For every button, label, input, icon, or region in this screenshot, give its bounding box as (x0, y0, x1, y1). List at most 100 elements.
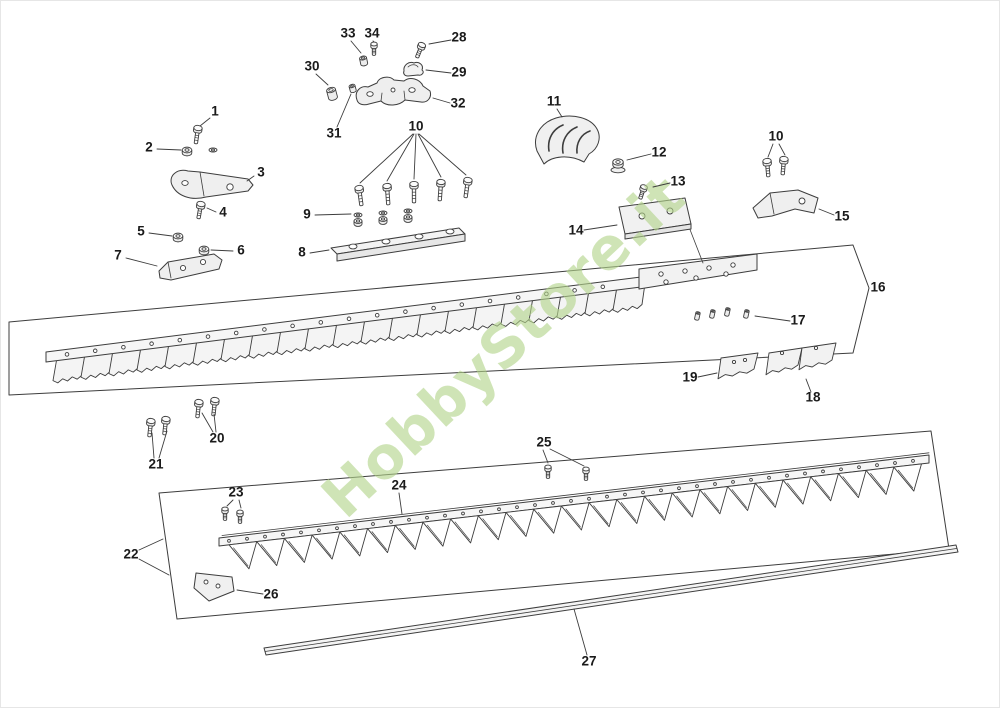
leader-line-part-1 (199, 117, 211, 127)
bolt-icon (194, 398, 204, 419)
part-13-bolt (638, 184, 648, 200)
bolt-icon (415, 41, 427, 59)
leader-line-part-23 (226, 499, 234, 507)
bolt-icon (436, 178, 446, 202)
leader-line-part-28 (428, 39, 452, 45)
part-label-5: 5 (137, 224, 145, 239)
leader-line-part-12 (626, 153, 652, 161)
part-label-24: 24 (391, 478, 407, 493)
part-label-28: 28 (451, 30, 467, 45)
leader-line-part-19 (697, 372, 718, 378)
part-label-4: 4 (219, 205, 227, 220)
bolt-icon (161, 415, 171, 436)
part-29-clip (403, 62, 424, 77)
leader-line-part-23 (238, 499, 242, 509)
part-label-1: 1 (211, 104, 219, 119)
leader-line-part-2 (156, 148, 182, 151)
leader-line-part-30 (315, 73, 329, 86)
diagram-artwork (8, 41, 959, 656)
bolt-icon (762, 157, 772, 178)
part-28-screw (415, 41, 427, 59)
leader-line-part-25 (549, 448, 585, 467)
part-1-bolt (193, 124, 203, 145)
part-27-wear-bar (263, 544, 959, 656)
part-label-30: 30 (304, 59, 319, 74)
leader-line-part-18 (805, 378, 812, 393)
part-label-15: 15 (834, 209, 850, 224)
part-2-nut (181, 146, 218, 157)
bushing-icon (709, 309, 716, 319)
part-23-bolts (221, 506, 244, 524)
part-9-washers (353, 208, 413, 227)
leader-line-part-15 (818, 208, 835, 216)
leader-line-part-26 (236, 589, 264, 595)
part-33-sleeve (359, 55, 369, 67)
part-label-32: 32 (450, 96, 465, 111)
leader-line-part-9 (314, 213, 352, 216)
part-10-bolts-right (762, 155, 789, 178)
part-26-blade-plate (193, 572, 235, 602)
leader-line-part-10 (386, 133, 415, 182)
leader-line-part-5 (148, 232, 173, 237)
leader-line-part-22 (138, 538, 164, 551)
part-32-bracket (355, 76, 431, 106)
part-7-plate (158, 253, 223, 281)
bushing-icon (359, 55, 369, 67)
leader-line-part-27 (573, 608, 588, 656)
part-label-3: 3 (257, 165, 265, 180)
bolt-icon (354, 184, 364, 207)
part-21-bolts (146, 415, 171, 438)
part-20-bolts (194, 396, 220, 419)
part-label-6: 6 (237, 243, 245, 258)
part-label-31: 31 (326, 126, 342, 141)
part-label-19: 19 (682, 370, 697, 385)
part-6-nut (198, 245, 210, 256)
part-label-27: 27 (581, 654, 596, 669)
part-25-bolts (544, 464, 590, 481)
leader-line-part-10 (778, 143, 786, 156)
part-4-bolt (195, 200, 206, 220)
part-label-7: 7 (114, 248, 122, 263)
part-3-clamp-plate (170, 169, 254, 199)
part-16-cutter-bar-upper (45, 253, 758, 384)
bushing-icon (326, 86, 338, 101)
leader-line-part-10 (767, 143, 774, 158)
bolt-icon (210, 396, 220, 417)
part-label-13: 13 (670, 174, 686, 189)
leader-line-part-10 (413, 133, 417, 180)
part-label-21: 21 (148, 457, 164, 472)
part-label-33: 33 (340, 26, 356, 41)
part-31-bushing (348, 83, 357, 94)
leader-line-part-10 (417, 133, 442, 178)
part-label-22: 22 (123, 547, 138, 562)
part-label-29: 29 (451, 65, 466, 80)
leader-line-part-14 (583, 224, 618, 231)
leader-line-part-24 (398, 492, 403, 515)
bolt-icon (409, 180, 419, 204)
leader-line-part-33 (350, 40, 362, 54)
bushing-icon (724, 307, 731, 317)
part-10-bolts-center (354, 176, 473, 207)
part-label-34: 34 (364, 26, 380, 41)
leader-line-part-22 (138, 558, 170, 576)
bolt-icon (195, 200, 206, 220)
leader-line-part-17 (754, 315, 791, 322)
part-label-16: 16 (870, 280, 886, 295)
bushing-icon (694, 311, 701, 321)
part-label-9: 9 (303, 207, 311, 222)
leader-line-part-21 (158, 430, 168, 459)
leader-line-part-7 (125, 257, 158, 267)
part-label-26: 26 (263, 587, 279, 602)
bolt-icon (463, 176, 473, 199)
leader-line-part-25 (542, 449, 549, 464)
part-12-flanged-nut (610, 158, 626, 174)
bolt-icon (221, 506, 229, 521)
part-label-2: 2 (145, 140, 153, 155)
leader-line-part-11 (556, 108, 563, 118)
part-30-bushing (326, 86, 338, 101)
bolt-icon (382, 182, 392, 206)
part-label-10: 10 (408, 119, 423, 134)
